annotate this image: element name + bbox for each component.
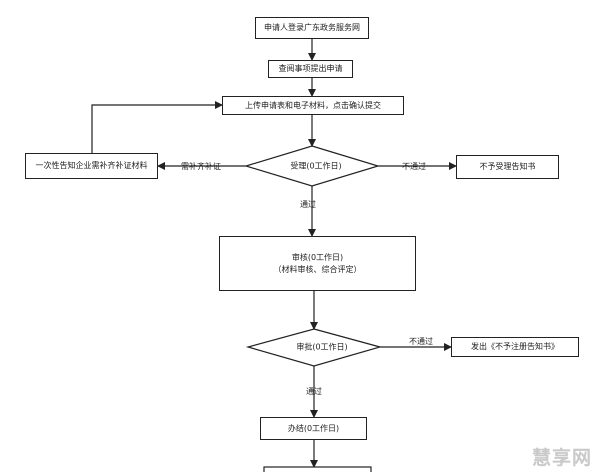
view-and-submit-text: 查阅事项提出申请: [278, 64, 343, 73]
pass-label-2: 通过: [306, 387, 322, 396]
review-box: 审核(0工作日) （材料审核、综合评定）: [219, 236, 416, 291]
apply-login-text: 申请人登录广东政务服务网: [264, 23, 360, 32]
review-subtitle: （材料审核、综合评定）: [273, 264, 362, 274]
approve-label: 审批(0工作日): [296, 342, 348, 352]
watermark-logo: 慧享网: [531, 447, 592, 469]
upload-text: 上传申请表和电子材料，点击确认提交: [245, 100, 381, 110]
not-pass-label-1: 不通过: [402, 162, 426, 171]
need-supplement-label: 需补齐补证: [181, 162, 221, 171]
finish-text: 办结(0工作日): [287, 423, 340, 433]
approve-decision-diamond: [245, 328, 383, 367]
next-step-box-partial: [263, 466, 372, 472]
notify-supplement-text: 一次性告知企业需补齐补证材料: [35, 161, 148, 170]
not-pass-label-2: 不通过: [409, 337, 433, 346]
finish-box: 办结(0工作日): [260, 417, 367, 440]
arrow-supplement-to-upload: [91, 101, 223, 153]
accept-label: 受理(0工作日): [290, 161, 342, 171]
accept-decision-diamond: [243, 145, 381, 187]
pass-label-1: 通过: [300, 200, 316, 209]
notify-supplement-box: 一次性告知企业需补齐补证材料: [25, 153, 158, 179]
review-title: 审核(0工作日): [291, 252, 344, 262]
upload-box: 上传申请表和电子材料，点击确认提交: [222, 96, 404, 115]
reject-notice-text: 不予受理告知书: [479, 162, 536, 171]
view-and-submit-box: 查阅事项提出申请: [268, 60, 353, 78]
apply-login-box: 申请人登录广东政务服务网: [255, 17, 369, 39]
issue-notice-text: 发出《不予注册告知书》: [471, 342, 559, 351]
issue-notice-box: 发出《不予注册告知书》: [451, 337, 579, 357]
reject-notice-box: 不予受理告知书: [456, 155, 559, 179]
